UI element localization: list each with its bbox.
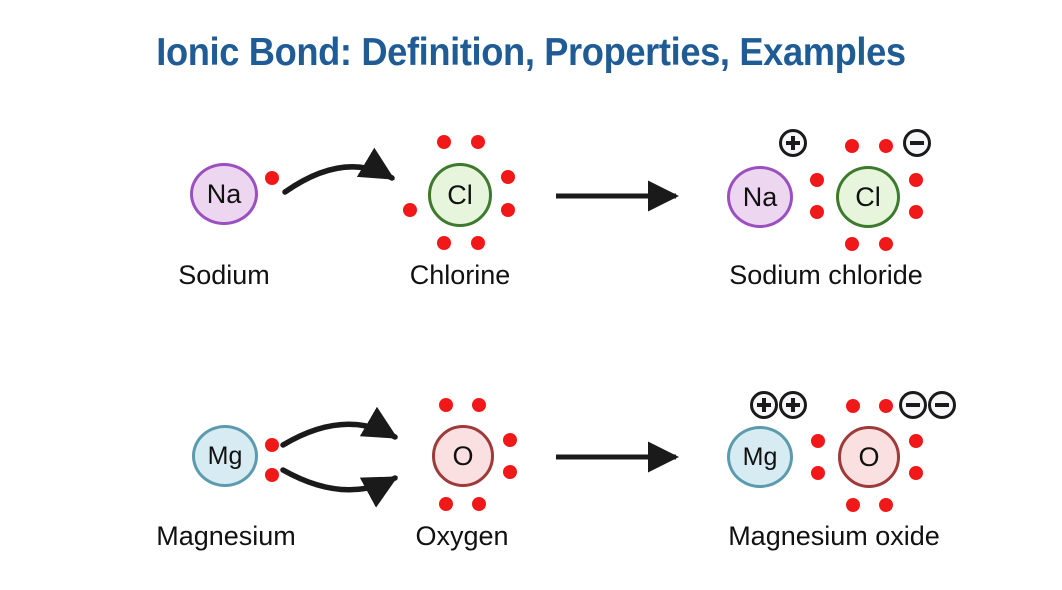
atom-sodium-ion: Na <box>727 166 793 228</box>
electron-transfer-arrow-mg-o-upper <box>280 406 398 448</box>
electron-nacl-left-1 <box>810 173 824 187</box>
charge-plus-nacl <box>779 129 807 157</box>
plus-bar-vertical <box>791 136 795 150</box>
electron-nacl-left-2 <box>810 205 824 219</box>
caption-magnesium-oxide: Magnesium oxide <box>728 521 940 551</box>
electron-cl-bottom-1 <box>437 236 451 250</box>
electron-mgo-left-1 <box>811 434 825 448</box>
electron-cl-top-1 <box>437 135 451 149</box>
electron-mg-2 <box>265 468 279 482</box>
atom-label-cl-ion: Cl <box>855 181 881 212</box>
electron-na-1 <box>265 171 279 185</box>
atom-magnesium: Mg <box>192 425 258 487</box>
atom-label-mg-ion: Mg <box>742 442 778 471</box>
electron-nacl-top-2 <box>879 139 893 153</box>
electron-o-right-2 <box>503 465 517 479</box>
caption-sodium: Sodium <box>178 260 270 290</box>
minus-bar-horizontal <box>910 141 924 145</box>
caption-sodium-chloride: Sodium chloride <box>729 260 923 290</box>
charge-plus-mgo-2 <box>779 391 807 419</box>
electron-nacl-right-1 <box>909 173 923 187</box>
electron-mgo-right-1 <box>909 434 923 448</box>
page-title: Ionic Bond: Definition, Properties, Exam… <box>156 31 906 74</box>
electron-o-top-2 <box>472 398 486 412</box>
plus-bar-vertical <box>791 398 795 412</box>
minus-bar-horizontal <box>906 403 920 407</box>
electron-cl-right-1 <box>501 170 515 184</box>
charge-plus-mgo-1 <box>750 391 778 419</box>
atom-oxygen: O <box>432 425 494 487</box>
electron-o-bottom-1 <box>439 497 453 511</box>
atom-label-na-ion: Na <box>742 181 778 212</box>
electron-nacl-bottom-1 <box>845 237 859 251</box>
atom-oxide-ion: O <box>838 426 900 488</box>
electron-cl-left-1 <box>403 203 417 217</box>
electron-o-bottom-2 <box>472 497 486 511</box>
atom-label-mg: Mg <box>207 441 243 470</box>
electron-nacl-top-1 <box>845 139 859 153</box>
charge-minus-mgo-1 <box>899 391 927 419</box>
electron-cl-bottom-2 <box>471 236 485 250</box>
caption-oxygen: Oxygen <box>415 521 509 551</box>
electron-o-right-1 <box>503 433 517 447</box>
electron-cl-right-2 <box>501 203 515 217</box>
charge-minus-mgo-2 <box>928 391 956 419</box>
electron-transfer-arrow-na-cl <box>282 147 395 195</box>
electron-mgo-left-2 <box>811 466 825 480</box>
electron-nacl-bottom-2 <box>879 237 893 251</box>
plus-bar-vertical <box>762 398 766 412</box>
atom-label-o-ion: O <box>858 441 880 472</box>
charge-minus-nacl <box>903 129 931 157</box>
electron-mgo-right-2 <box>909 466 923 480</box>
electron-cl-top-2 <box>471 135 485 149</box>
atom-label-o: O <box>452 440 474 471</box>
electron-o-top-1 <box>439 398 453 412</box>
caption-chlorine: Chlorine <box>409 260 511 290</box>
electron-mg-1 <box>265 438 279 452</box>
atom-label-cl: Cl <box>447 179 473 210</box>
electron-mgo-bottom-2 <box>879 498 893 512</box>
atom-label-na: Na <box>206 178 242 209</box>
caption-magnesium: Magnesium <box>156 521 296 551</box>
atom-sodium: Na <box>190 163 258 225</box>
electron-mgo-bottom-1 <box>846 498 860 512</box>
electron-transfer-arrow-mg-o-lower <box>280 467 398 508</box>
electron-mgo-top-1 <box>846 399 860 413</box>
atom-magnesium-ion: Mg <box>727 426 793 488</box>
electron-nacl-right-2 <box>909 205 923 219</box>
electron-mgo-top-2 <box>879 399 893 413</box>
atom-chlorine: Cl <box>428 163 492 227</box>
minus-bar-horizontal <box>935 403 949 407</box>
atom-chloride-ion: Cl <box>836 166 900 228</box>
